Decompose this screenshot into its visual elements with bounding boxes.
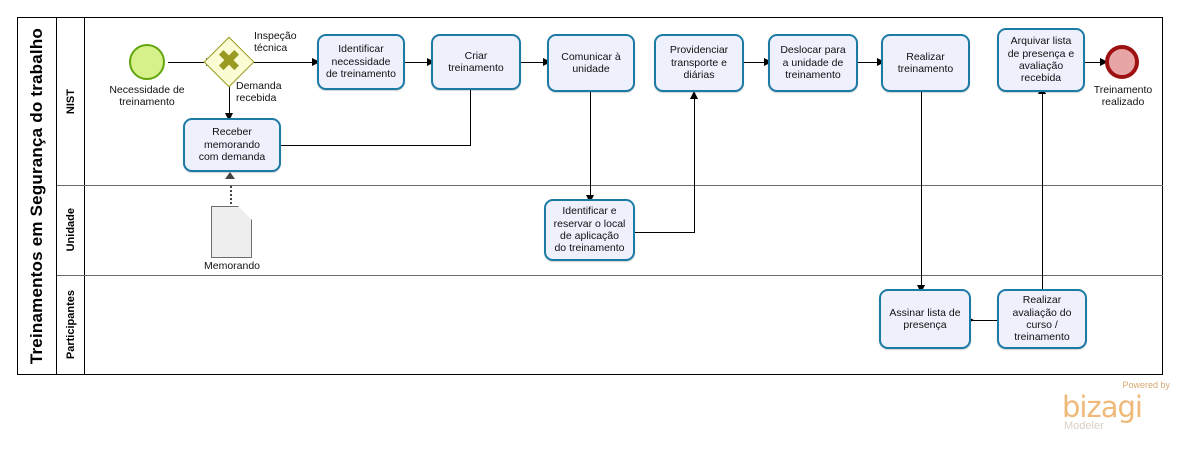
bizagi-branding: Powered by bizagi Modeler (1062, 380, 1172, 432)
flow-comunicar-to-reservar (590, 92, 592, 199)
flow-gateway-to-receber (229, 80, 231, 118)
flow-reservar-to-providenciar-arrow (690, 91, 698, 99)
task-assinar-lista-presenca[interactable]: Assinar lista de presença (879, 289, 971, 349)
flow-gateway-to-receber-arrow (225, 113, 233, 121)
bizagi-edition-label: Modeler (1064, 420, 1104, 432)
lane-label-unidade: Unidade (57, 185, 85, 275)
lane-divider-unidade-participantes (57, 275, 1163, 276)
flow-reservar-to-providenciar-v (694, 98, 696, 233)
data-object-memorando-label: Memorando (203, 260, 261, 272)
task-realizar-avaliacao[interactable]: Realizar avaliação do curso / treinament… (997, 289, 1087, 349)
flow-realizar-to-assinar (921, 92, 923, 289)
lane-nist-text: NIST (64, 88, 77, 115)
lane-unidade-text: Unidade (64, 208, 77, 252)
task-identificar-necessidade[interactable]: Identificar necessidade de treinamento (317, 34, 405, 90)
flow-arquivar-to-end-arrow (1100, 58, 1108, 66)
end-event[interactable] (1105, 45, 1139, 79)
flow-criar-to-comunicar (521, 62, 548, 64)
flow-assinar-to-avaliacao (971, 320, 997, 322)
task-comunicar-unidade[interactable]: Comunicar à unidade (547, 34, 635, 92)
lane-label-participantes: Participantes (57, 275, 85, 374)
flow-gateway-to-identificar (248, 62, 316, 64)
association-memorando-to-receber (230, 186, 232, 208)
start-event-label: Necessidade de treinamento (109, 84, 185, 109)
flow-deslocar-to-realizar (858, 62, 881, 64)
flow-start-to-gateway (168, 62, 208, 64)
flow-receber-to-criar-h (281, 145, 471, 147)
flow-label-demanda-recebida: Demanda recebida (236, 80, 282, 105)
flow-label-inspecao-tecnica: Inspeção técnica (254, 30, 297, 55)
pool-title: Treinamentos em Segurança do trabalho (17, 17, 57, 375)
association-memorando-arrow (225, 172, 235, 179)
flow-arquivar-to-end (1084, 62, 1107, 64)
data-object-memorando[interactable] (211, 206, 252, 258)
task-receber-memorando[interactable]: Receber memorando com demanda (183, 118, 281, 172)
task-providenciar-transporte[interactable]: Providenciar transporte e diárias (654, 34, 744, 92)
exclusive-gateway-x-icon: ✖ (216, 44, 242, 79)
flow-reservar-to-providenciar-h (634, 232, 695, 234)
bizagi-logo-text: bizagi (1062, 390, 1143, 424)
start-event[interactable] (129, 44, 165, 80)
flow-identificar-to-criar (404, 62, 432, 64)
flow-avaliacao-to-arquivar (1042, 92, 1044, 290)
flow-receber-to-criar-v (470, 78, 472, 146)
flow-gateway-to-identificar-arrow (312, 58, 320, 66)
task-deslocar-unidade[interactable]: Deslocar para a unidade de treinamento (768, 34, 858, 92)
pool-title-label: Treinamentos em Segurança do trabalho (26, 27, 46, 365)
flow-providenciar-to-deslocar (744, 62, 769, 64)
end-event-label: Treinamento realizado (1093, 84, 1153, 109)
task-realizar-treinamento[interactable]: Realizar treinamento (881, 34, 970, 92)
task-arquivar-lista[interactable]: Arquivar lista de presença e avaliação r… (997, 28, 1085, 92)
bizagi-powered-by-label: Powered by (1122, 380, 1170, 390)
task-identificar-reservar-local[interactable]: Identificar e reservar o local de aplica… (544, 199, 635, 261)
lane-participantes-text: Participantes (64, 289, 77, 360)
lane-label-nist: NIST (57, 18, 85, 185)
lane-divider-nist-unidade (57, 185, 1163, 186)
data-object-fold-icon (238, 206, 252, 220)
task-criar-treinamento[interactable]: Criar treinamento (431, 34, 521, 90)
